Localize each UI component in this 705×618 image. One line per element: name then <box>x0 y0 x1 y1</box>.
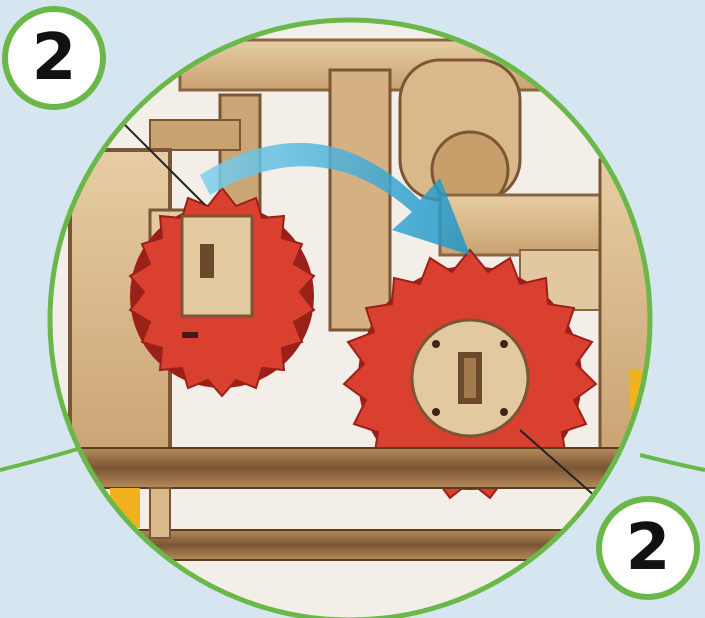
callout-badge-top-left: 2 <box>2 6 106 110</box>
callout-number: 2 <box>32 26 77 90</box>
callout-number: 2 <box>626 516 671 580</box>
callout-badge-bottom-right: 2 <box>596 496 700 600</box>
